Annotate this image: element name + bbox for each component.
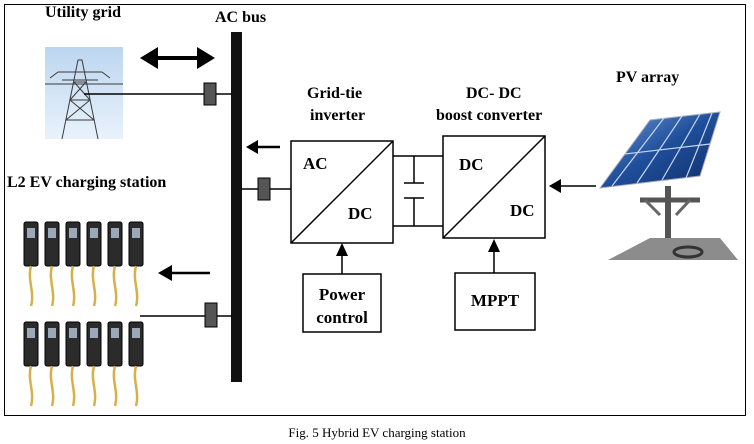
utility-grid-label: Utility grid <box>45 4 121 21</box>
up-arrow-icon-power <box>336 243 348 274</box>
ev-charger-icon <box>65 221 81 307</box>
inverter-box <box>290 140 394 244</box>
inverter-breaker <box>257 177 271 201</box>
inverter-dc-label: DC <box>348 204 373 223</box>
figure-frame <box>4 4 746 416</box>
converter-title-line1: DC- DC <box>466 85 522 102</box>
ev-charger-icon <box>128 321 144 407</box>
left-arrow-icon-pv <box>549 179 596 193</box>
ev-charger-icon <box>107 321 123 407</box>
ev-charger-icon <box>86 221 102 307</box>
mppt-label: MPPT <box>470 291 520 310</box>
grid-breaker <box>203 82 217 106</box>
up-arrow-icon-mppt <box>488 239 500 273</box>
power-control-line2: control <box>316 308 368 327</box>
ev-charger-icon <box>44 321 60 407</box>
ev-charger-icon <box>65 321 81 407</box>
ev-charger-icon <box>128 221 144 307</box>
ac-bus-label: AC bus <box>215 9 267 26</box>
pv-array-label: PV array <box>616 69 680 86</box>
pv-array-image <box>598 111 738 260</box>
ev-breaker <box>204 302 218 328</box>
ev-charger-icon <box>86 321 102 407</box>
ac-bus-bar <box>231 32 242 382</box>
inverter-title-line2: inverter <box>310 107 366 124</box>
mppt-box <box>454 272 536 331</box>
ev-charger-icon <box>44 221 60 307</box>
ev-station-label: L2 EV charging station <box>7 174 167 191</box>
converter-dc-in-label: DC <box>459 155 484 174</box>
ev-charger-icon <box>23 221 39 307</box>
utility-grid-image <box>45 47 123 140</box>
ev-charger-icon <box>23 321 39 407</box>
left-arrow-icon-inverter <box>246 140 280 154</box>
ev-charger-icon <box>107 221 123 307</box>
dc-link-capacitor <box>393 155 443 227</box>
converter-title-line2: boost converter <box>436 107 543 124</box>
power-control-box <box>302 273 382 333</box>
converter-dc-out-label: DC <box>510 201 535 220</box>
figure-caption: Fig. 5 Hybrid EV charging station <box>288 425 466 440</box>
ev-charger-group <box>23 221 144 407</box>
left-arrow-icon-ev <box>158 265 210 281</box>
inverter-title-line1: Grid-tie <box>307 85 363 102</box>
converter-box <box>442 135 546 239</box>
power-control-line1: Power <box>318 285 366 304</box>
bidirectional-arrow-icon <box>140 47 215 69</box>
inverter-ac-label: AC <box>303 154 328 173</box>
